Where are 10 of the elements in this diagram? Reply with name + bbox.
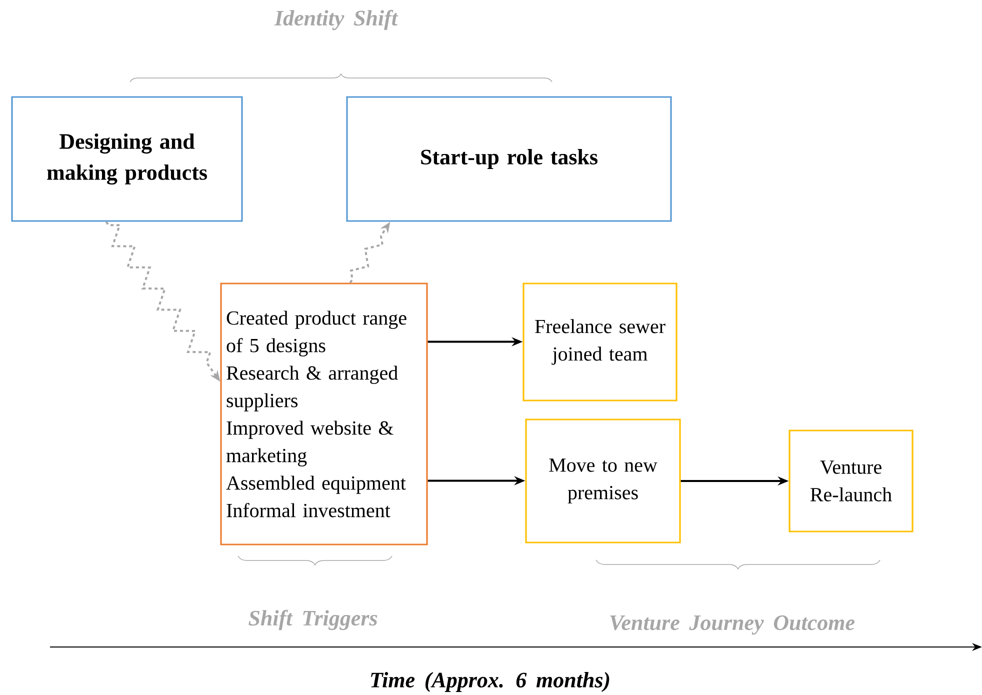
axis-label: Time (Approx. 6 months) (371, 672, 610, 692)
outcome-box: Freelance sewer joined team (522, 282, 678, 402)
outcome-box: Venture Re-launch (788, 430, 914, 532)
trigger-box: Created product range of 5 designs Research & arranged suppliers Improved website & marketing Assembled equipment Informal investment (220, 282, 428, 546)
group-label: Shift Triggers (248, 610, 378, 630)
group-label: Identity Shift (274, 10, 398, 30)
activity-box: Start-up role tasks (346, 96, 672, 222)
group-label: Venture Journey Outcome (610, 615, 855, 635)
activity-box: Designing and making products (11, 96, 243, 222)
outcome-box: Move to new premises (525, 418, 681, 544)
